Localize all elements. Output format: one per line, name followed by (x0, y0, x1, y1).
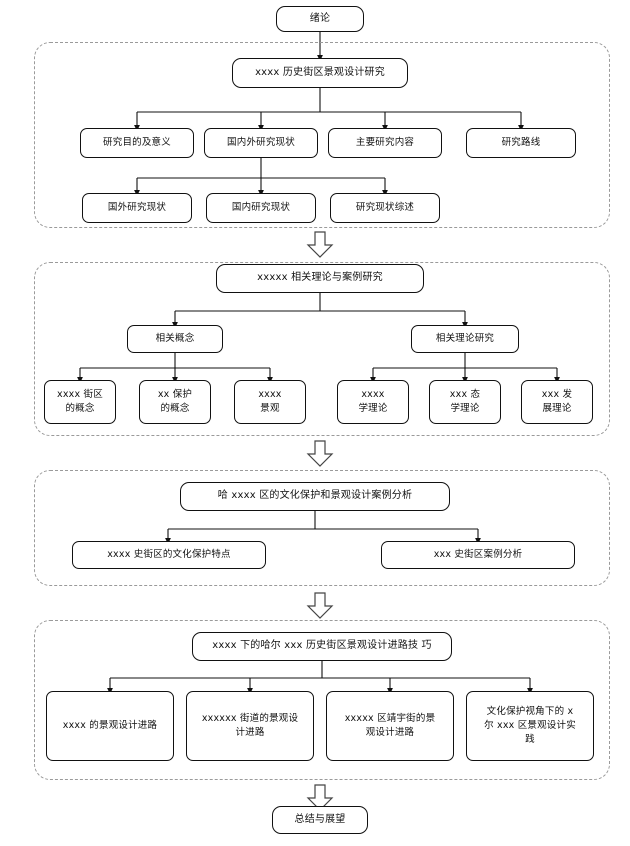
node-s2-block-concept[interactable]: xxxx 街区 的概念 (44, 380, 116, 424)
node-label-line2: 学理论 (358, 403, 388, 414)
node-s1-main-content[interactable]: 主要研究内容 (328, 128, 442, 158)
node-s2-theory-research[interactable]: 相关理论研究 (411, 325, 519, 353)
node-label: 国内研究现状 (231, 202, 291, 214)
node-label-line3: 践 (525, 734, 535, 746)
node-s1-domestic-status[interactable]: 国内研究现状 (206, 193, 316, 223)
node-s1-status-review[interactable]: 研究现状综述 (330, 193, 440, 223)
node-label: xxxx 历史街区景观设计研究 (255, 66, 385, 78)
node-label: 哈 xxxx 区的文化保护和景观设计案例分析 (217, 490, 413, 502)
node-s1-research-route[interactable]: 研究路线 (466, 128, 576, 158)
node-s4-approach-4[interactable]: 文化保护视角下的 x 尔 xxx 区景观设计实 践 (466, 691, 594, 761)
node-label: 国内外研究现状 (227, 137, 295, 149)
node-label-line2: 景观 (260, 403, 280, 414)
node-label: 总结与展望 (294, 813, 346, 825)
node-label-line1: xxxx (258, 388, 282, 400)
node-label-line1: xxxxx 区靖宇街的景 (344, 712, 436, 724)
node-label-line1: xx 保护 (157, 388, 193, 400)
node-s1-research-status[interactable]: 国内外研究现状 (204, 128, 318, 158)
node-s3-protection-features[interactable]: xxxx 史街区的文化保护特点 (72, 541, 266, 569)
block-arrow-section4-to-conclusion (306, 784, 334, 811)
node-label-line1: xxxxxx 街道的景观设 (201, 712, 299, 724)
node-s4-approach-2[interactable]: xxxxxx 街道的景观设 计进路 (186, 691, 314, 761)
node-label-line2: 尔 xxx 区景观设计实 (484, 719, 576, 731)
block-arrow-section2-to-section3 (306, 440, 334, 467)
node-label-line1: xxxx 街区 (57, 388, 103, 400)
node-label-line2: 学理论 (450, 403, 480, 414)
node-label-line1: xxxx (361, 388, 385, 400)
node-label-line2: 观设计进路 (365, 727, 415, 738)
node-s2-theory-c[interactable]: xxx 发 展理论 (521, 380, 593, 424)
node-label-line2: 的概念 (65, 403, 95, 414)
node-label: xxx 史街区案例分析 (433, 549, 523, 561)
block-arrow-section1-to-section2 (306, 231, 334, 258)
node-label-line1: 文化保护视角下的 x (486, 705, 574, 717)
node-s4-approach-3[interactable]: xxxxx 区靖宇街的景 观设计进路 (326, 691, 454, 761)
node-label: 研究现状综述 (355, 202, 415, 214)
node-top-introduction[interactable]: 绪论 (276, 6, 364, 32)
node-s3-case-analysis[interactable]: xxx 史街区案例分析 (381, 541, 575, 569)
node-label: 绪论 (309, 12, 331, 24)
section-1-container (34, 42, 610, 228)
node-label-line2: 的概念 (160, 403, 190, 414)
section-4-container (34, 620, 610, 780)
node-label-line1: xxxx 的景观设计进路 (62, 719, 158, 731)
node-s2-theory-a[interactable]: xxxx 学理论 (337, 380, 409, 424)
node-label-line2: 展理论 (542, 403, 572, 414)
node-s1-overseas-status[interactable]: 国外研究现状 (82, 193, 192, 223)
block-arrow-section3-to-section4 (306, 592, 334, 619)
node-s2-root[interactable]: xxxxx 相关理论与案例研究 (216, 264, 424, 293)
node-label: xxxx 史街区的文化保护特点 (107, 549, 231, 561)
node-label: xxxx 下的哈尔 xxx 历史街区景观设计进路技 巧 (212, 640, 432, 652)
node-label: 研究路线 (501, 137, 541, 149)
node-s2-protection-concept[interactable]: xx 保护 的概念 (139, 380, 211, 424)
node-s1-purpose[interactable]: 研究目的及意义 (80, 128, 194, 158)
node-s2-concepts[interactable]: 相关概念 (127, 325, 223, 353)
node-s1-root[interactable]: xxxx 历史街区景观设计研究 (232, 58, 408, 88)
node-s4-root[interactable]: xxxx 下的哈尔 xxx 历史街区景观设计进路技 巧 (192, 632, 452, 661)
section-2-container (34, 262, 610, 436)
node-label: 相关概念 (155, 333, 195, 345)
node-s2-theory-b[interactable]: xxx 态 学理论 (429, 380, 501, 424)
node-label: 主要研究内容 (355, 137, 415, 149)
node-s4-approach-1[interactable]: xxxx 的景观设计进路 (46, 691, 174, 761)
node-label: xxxxx 相关理论与案例研究 (257, 272, 383, 284)
node-label: 相关理论研究 (435, 333, 495, 345)
node-label: 研究目的及意义 (103, 137, 171, 149)
node-label-line2: 计进路 (235, 727, 265, 738)
node-s2-landscape[interactable]: xxxx 景观 (234, 380, 306, 424)
node-label-line1: xxx 发 (541, 388, 573, 400)
node-s3-root[interactable]: 哈 xxxx 区的文化保护和景观设计案例分析 (180, 482, 450, 511)
node-bottom-conclusion[interactable]: 总结与展望 (272, 806, 368, 834)
node-label: 国外研究现状 (107, 202, 167, 214)
section-3-container (34, 470, 610, 586)
node-label-line1: xxx 态 (449, 388, 481, 400)
